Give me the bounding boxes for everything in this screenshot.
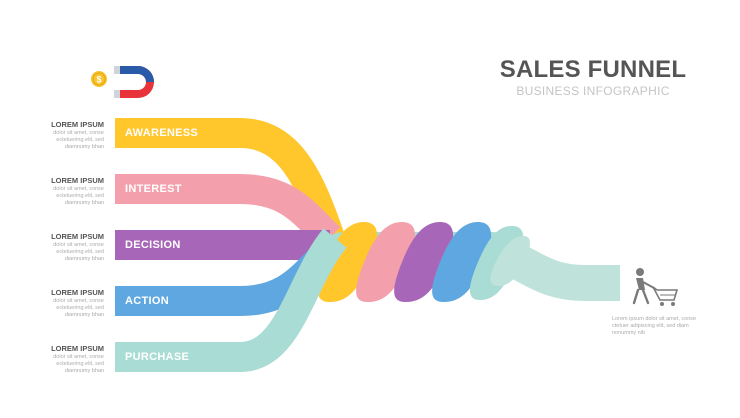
svg-text:$: $ <box>96 75 101 85</box>
ribbon-purchase <box>115 228 347 372</box>
twist-shadow <box>490 236 530 286</box>
stage-side-title: LOREM IPSUM <box>51 344 104 353</box>
stage-label-action: ACTION <box>125 295 169 307</box>
page-title: SALES FUNNEL <box>499 56 687 83</box>
stage-side-title: LOREM IPSUM <box>51 120 104 129</box>
person-pushing-cart-icon <box>632 268 679 306</box>
twist-purple <box>394 222 454 302</box>
stage-side-title: LOREM IPSUM <box>51 288 104 297</box>
stage-side-title: LOREM IPSUM <box>51 232 104 241</box>
twist-yellow <box>318 222 378 302</box>
dollar-coin-icon: $ <box>91 71 107 87</box>
stage-side-title: LOREM IPSUM <box>51 176 104 185</box>
stage-label-decision: DECISION <box>125 239 181 251</box>
ribbon-interest <box>115 174 341 250</box>
page-subtitle: BUSINESS INFOGRAPHIC <box>516 84 670 98</box>
twist-blue <box>432 222 492 302</box>
stage-label-interest: INTEREST <box>125 183 182 195</box>
stage-label-awareness: AWARENESS <box>125 127 198 139</box>
stage-label-purchase: PURCHASE <box>125 351 190 363</box>
magnet-icon <box>114 66 154 98</box>
twist-pink <box>356 222 416 302</box>
